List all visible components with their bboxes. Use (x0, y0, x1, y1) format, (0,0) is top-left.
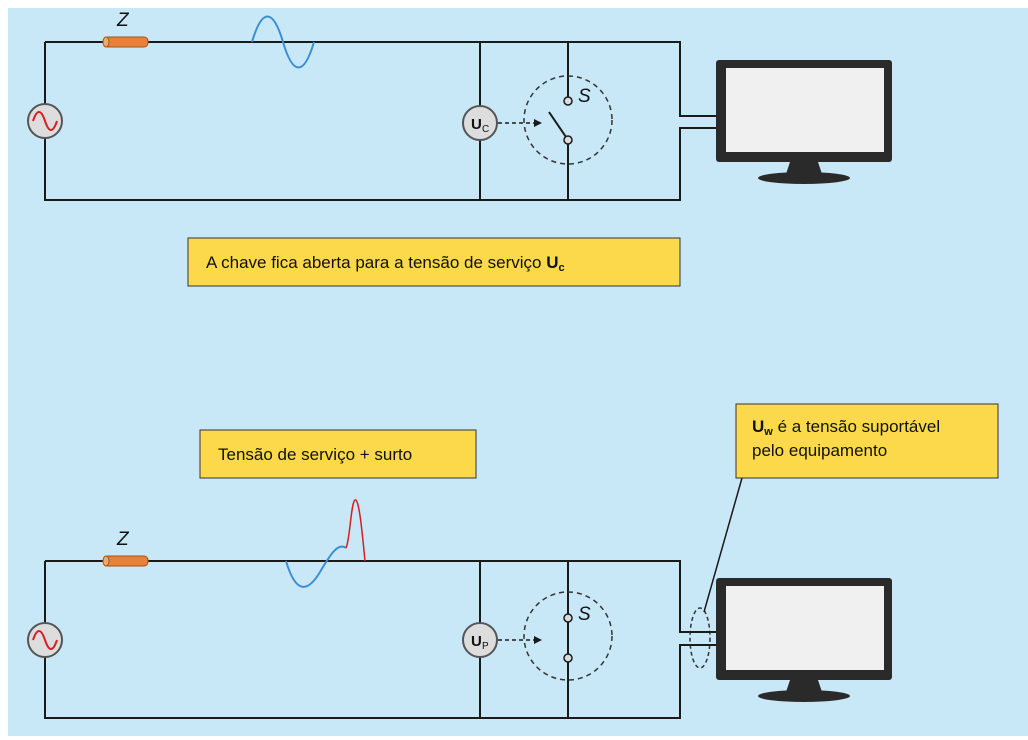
bottom-switch-dashed-outline (523, 591, 613, 681)
bottom-service-wave (285, 545, 347, 588)
bottom-surge-spike (345, 499, 366, 562)
top-meter-sub: C (482, 124, 489, 135)
top-callout-main: A chave fica aberta para a tensão de ser… (206, 253, 546, 272)
bottom-uw-subscript: w (763, 426, 773, 438)
bottom-uw-symbol: U (752, 417, 764, 436)
bottom-impedance-icon (102, 555, 149, 567)
bottom-meter-letter: U (471, 633, 482, 650)
bottom-terminal-dashed-ellipse (689, 607, 711, 669)
bottom-uw-callout-box (735, 403, 999, 479)
bottom-switch-contact-upper (563, 613, 573, 623)
top-voltmeter: U C (462, 105, 498, 141)
bottom-uw-callout-line1: Uw é a tensão suportável (752, 417, 940, 438)
bottom-meter-sub: P (482, 641, 489, 652)
top-switch-contact-lower (563, 135, 573, 145)
bottom-control-arrow-head-icon (534, 636, 542, 644)
top-callout-text: A chave fica aberta para a tensão de ser… (206, 253, 565, 274)
top-switch-blade (548, 111, 567, 138)
top-ac-source-icon (27, 103, 63, 139)
top-control-arrow-head-icon (534, 119, 542, 127)
bottom-uw-callout-line2: pelo equipamento (752, 441, 887, 460)
bottom-monitor-icon (716, 578, 892, 702)
top-impedance-label: Z (116, 10, 130, 31)
bottom-circuit: Z U P S Tensão de servi (27, 403, 999, 719)
top-meter-letter: U (471, 116, 482, 133)
top-switch-dashed-outline (523, 75, 613, 165)
top-callout-box (187, 237, 681, 287)
bottom-ac-source-icon (27, 622, 63, 658)
top-callout-subscript: c (559, 262, 565, 274)
top-switch-label: S (578, 86, 591, 107)
top-callout-symbol: U (546, 253, 558, 272)
bottom-switch-contact-lower (563, 653, 573, 663)
bottom-impedance-label: Z (116, 529, 130, 550)
top-loop-wire (45, 41, 716, 117)
bottom-surge-callout-text: Tensão de serviço + surto (218, 445, 412, 464)
bottom-uw-line1-text: é a tensão suportável (773, 417, 940, 436)
top-impedance-icon (102, 36, 149, 48)
bottom-switch-label: S (578, 604, 591, 625)
top-service-wave (251, 15, 315, 69)
bottom-uw-leader-line (703, 477, 743, 613)
top-monitor-icon (716, 60, 892, 184)
bottom-surge-callout-box (199, 429, 477, 479)
top-circuit: Z U C S A chave fica aberta para a tensã… (27, 10, 892, 287)
top-loop-wire-bottom (44, 42, 716, 201)
top-switch-contact-upper (563, 96, 573, 106)
bottom-voltmeter: U P (462, 622, 498, 658)
